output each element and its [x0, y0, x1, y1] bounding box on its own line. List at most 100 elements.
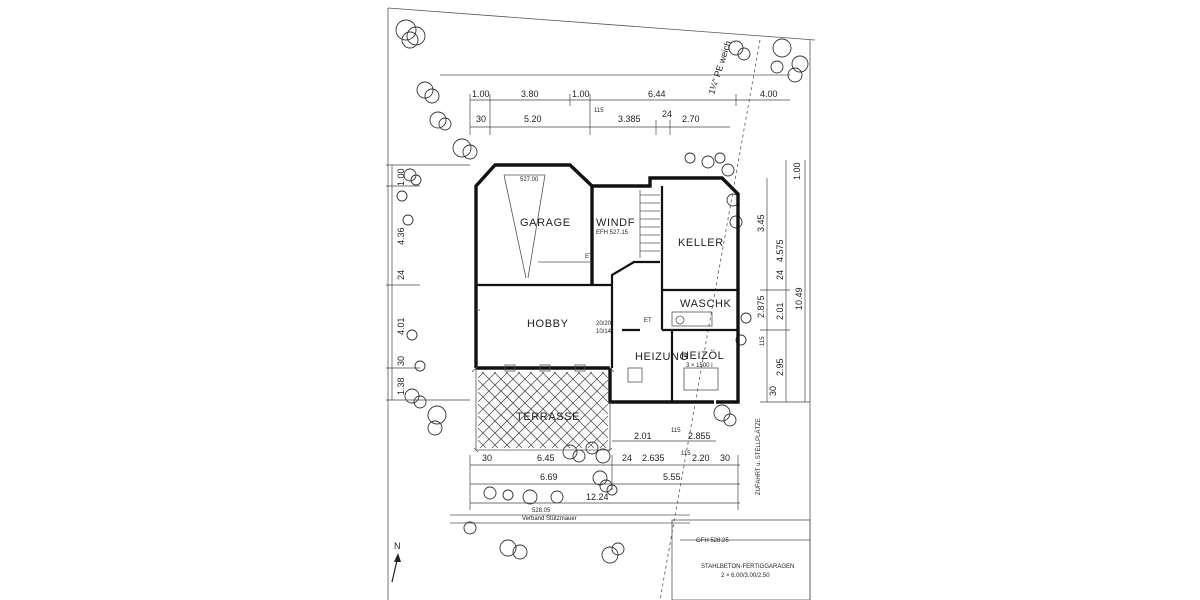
room-windf: WINDF	[596, 217, 635, 229]
hatch-line	[477, 427, 499, 449]
dim-top-2-5: 2.70	[682, 114, 700, 124]
hatch-line	[477, 439, 487, 449]
dimension-bottom: 30 6.45 24 2.635 115 2.20 30 6.69 5.55 1…	[469, 451, 740, 510]
room-terrasse: TERRASSE	[516, 411, 580, 423]
dimension-right: 1.00 3.45 4.575 10.49 24 2.875 2.01 115 …	[756, 160, 810, 403]
title-block-level: GFH 528.25	[696, 538, 729, 544]
dim-inner-bottom-2: 2.855	[688, 431, 711, 441]
dim-bottom-2-1: 5.55	[663, 472, 681, 482]
dimension-left: 1.00 4.36 24 4.01 30 1.38	[386, 164, 470, 401]
dim-right-2: 4.575	[775, 239, 785, 262]
title-block-line2: 2 × 6.00/3.00/2.50	[721, 573, 770, 579]
room-heizoel: HEIZÖL	[681, 350, 724, 362]
site-note-wall: Verband Stützmauer	[522, 516, 577, 522]
site-note-wall-level: 528.05	[532, 508, 551, 514]
dim-top-2-2: 115	[594, 108, 604, 114]
hatch-line	[539, 379, 609, 449]
hatch-line	[477, 371, 533, 427]
hatch-line	[517, 371, 595, 449]
hatch-line	[477, 391, 535, 449]
hatch-line	[481, 371, 559, 449]
dim-top-2-1: 5.20	[524, 114, 542, 124]
stair	[639, 190, 660, 258]
room-hobby: HOBBY	[527, 318, 569, 330]
dimension-top: 1.00 3.80 1.00 6.44 4.00 30 5.20 115 3.3…	[469, 89, 790, 135]
hatch-line	[575, 415, 609, 449]
dim-top-2-0: 30	[476, 114, 486, 124]
title-block: GFH 528.25 STAHLBETON-FERTIGGARAGEN 2 × …	[696, 538, 794, 579]
dim-top-1-2: 1.00	[572, 89, 590, 99]
hatch-line	[541, 371, 609, 439]
dim-top-2-3: 3.385	[618, 114, 641, 124]
title-block-line1: STAHLBETON-FERTIGGARAGEN	[701, 564, 794, 570]
site-boundary-lines	[387, 7, 816, 600]
room-heizung: HEIZUNG	[635, 351, 689, 363]
dim-top-2-4: 24	[662, 109, 672, 119]
room-et-1: ET	[585, 254, 593, 260]
dim-bottom-total: 12.24	[586, 492, 609, 502]
dim-left-2: 24	[396, 270, 406, 280]
room-heizoel-note: 3 × 1500 l	[686, 363, 713, 369]
room-garage-level: 527.00	[520, 177, 539, 183]
dim-top-1-4: 4.00	[760, 89, 778, 99]
dim-right-3: 10.49	[794, 287, 804, 310]
room-et-2: ET	[644, 318, 652, 324]
hatch-line	[607, 365, 615, 373]
hatch-line	[553, 371, 609, 427]
dim-left-1: 4.36	[396, 227, 406, 245]
room-hobby-note-1: 20/20	[596, 321, 612, 327]
hatch-line	[589, 371, 609, 391]
dim-left-4: 30	[396, 356, 406, 366]
north-label: N	[394, 541, 401, 551]
hatch-line	[551, 391, 609, 449]
dim-bottom-1-4: 115	[681, 451, 691, 457]
north-arrow-icon	[394, 553, 401, 562]
dim-right-8: 30	[768, 386, 778, 396]
dim-bottom-1-0: 30	[482, 453, 492, 463]
hatch-line	[477, 371, 497, 391]
hatch-line	[471, 365, 479, 373]
hatch-line	[477, 379, 547, 449]
dim-bottom-2-0: 6.69	[540, 472, 558, 482]
room-waschk: WASCHK	[680, 298, 732, 310]
dim-right-0: 1.00	[792, 162, 802, 180]
hatch-line	[601, 371, 609, 379]
hatch-line	[477, 403, 523, 449]
dim-right-1: 3.45	[756, 214, 766, 232]
dim-left-3: 4.01	[396, 317, 406, 335]
room-hobby-note-2: 10/14	[596, 329, 612, 335]
hatch-line	[473, 447, 479, 453]
hatch-line	[477, 371, 521, 415]
room-garage: GARAGE	[520, 217, 571, 229]
dim-right-4: 24	[775, 270, 785, 280]
dim-right-5: 2.875	[756, 295, 766, 318]
dim-left-5: 1.38	[396, 377, 406, 395]
north-arrow: N	[391, 541, 401, 583]
dim-bottom-1-2: 24	[622, 453, 632, 463]
room-keller: KELLER	[678, 237, 724, 249]
hatch-line	[587, 427, 609, 449]
dim-left-0: 1.00	[396, 168, 406, 186]
dim-inner-bottom-1: 115	[671, 428, 681, 434]
hatch-line	[477, 371, 509, 403]
hatch-line	[529, 371, 607, 449]
hatch-line	[477, 371, 485, 379]
dim-inner-bottom-0: 2.01	[634, 431, 652, 441]
dim-bottom-1-6: 30	[720, 453, 730, 463]
site-note-parking: ZUFAHRT u. STELLPLÄTZE	[755, 418, 762, 495]
hatch-line	[515, 371, 593, 449]
room-labels: GARAGE 527.00 WINDF EFH 527.15 KELLER WA…	[516, 177, 732, 423]
dim-top-1-3: 6.44	[648, 89, 666, 99]
hatch-line	[479, 371, 557, 449]
hatch-line	[505, 371, 583, 449]
hatch-line	[491, 371, 569, 449]
hatch-line	[477, 371, 545, 439]
dim-top-1-1: 3.80	[521, 89, 539, 99]
dimension-inner-bottom: 2.01 115 2.855	[612, 428, 716, 442]
hatch-line	[599, 439, 609, 449]
dim-top-1-0: 1.00	[472, 89, 490, 99]
hatch-line	[565, 371, 609, 415]
hatch-line	[607, 447, 613, 453]
dim-right-6: 2.01	[775, 302, 785, 320]
